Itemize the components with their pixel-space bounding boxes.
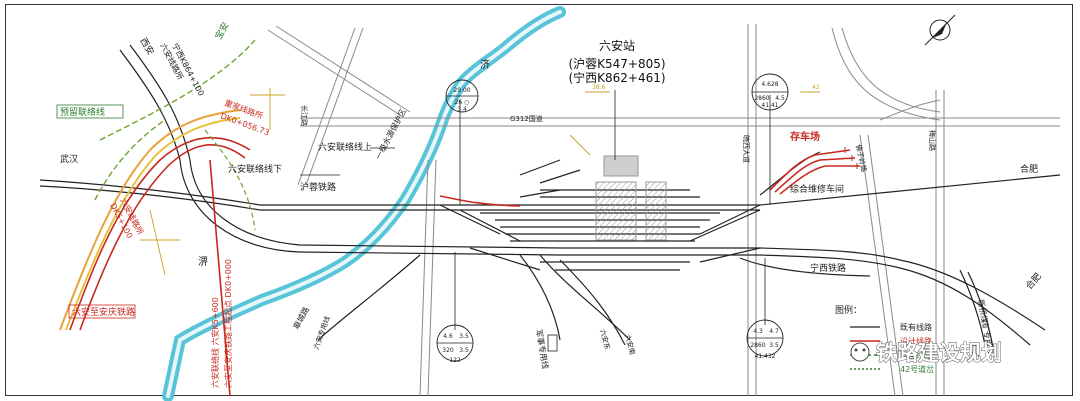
label-g312: G312国道: [510, 114, 543, 123]
river: [162, 6, 566, 401]
label-connect-up: 六安联络线上: [318, 141, 372, 153]
station-building: [603, 155, 639, 177]
svg-text:3.5: 3.5: [459, 347, 469, 354]
note-leaders: [300, 90, 771, 330]
svg-text:2860: 2860: [754, 95, 769, 102]
svg-text:42: 42: [812, 84, 820, 91]
roads: [267, 24, 1060, 397]
yellow-note-top-mid: 38.6 42: [592, 84, 820, 91]
label-start-1: 六安联络线 六安K5+600: [210, 297, 220, 388]
bridge-note-bottom-left: 4.6 320 3.5 3.5 122: [436, 324, 474, 364]
legend-label-reserved: 预留线路: [900, 350, 932, 360]
label-canal: 一级水源保护区: [373, 107, 408, 161]
label-ningxi-rail: 宁西铁路: [810, 262, 846, 274]
label-xian: 西安: [137, 36, 156, 58]
svg-text:4.6: 4.6: [443, 333, 453, 340]
platform-block: [595, 181, 637, 241]
label-lu-an-anqing: 六安至安庆铁路: [72, 306, 135, 318]
watermark: 铁路建设规划: [850, 341, 1002, 365]
designed-tracks: [69, 136, 860, 397]
existing-tracks: [39, 44, 1061, 348]
legend-label-turnout: 42号道岔: [900, 364, 934, 374]
label-chongjia-km: DK0+056.73: [219, 111, 270, 137]
label-road-v1: 长江路: [300, 105, 309, 126]
label-factory-line: 六安专用线: [311, 315, 331, 351]
label-hefei: 合肥: [1020, 163, 1038, 175]
svg-text:41.432: 41.432: [755, 353, 776, 360]
reserved-tracks: [59, 39, 256, 331]
svg-text:41.41: 41.41: [761, 102, 778, 109]
label-road-v2: 皖西大道: [742, 135, 751, 163]
label-maint-shop: 综合维修车间: [790, 183, 844, 195]
label-connect-down: 六安联络线下: [228, 163, 282, 175]
svg-text:3.4: 3.4: [457, 106, 467, 113]
label-branch-lu: 六安东: [598, 328, 612, 351]
military-line-marker: [547, 334, 558, 352]
label-road-v3: 梅山路: [928, 130, 937, 151]
label-river-2: 淠: [198, 256, 208, 268]
svg-text:122: 122: [449, 357, 461, 364]
svg-text:29.00: 29.00: [453, 87, 470, 94]
legend-title: 图例：: [835, 304, 862, 316]
watermark-text: 铁路建设规划: [876, 341, 1002, 365]
label-chengdu-dir: 宝安: [212, 20, 231, 42]
reserved-line-box: [56, 104, 124, 119]
label-wuhan: 武汉: [60, 153, 78, 165]
annotation-leaders: [140, 88, 820, 276]
legend-label-designed: 设计线路: [900, 336, 932, 346]
label-hefei-2: 合肥: [1023, 270, 1044, 292]
label-road-v4: 佛子岭路: [854, 144, 869, 173]
bridge-note-bottom-right: 4.3 2860 4.7 3.5 41.432: [746, 319, 784, 360]
compass-icon: [924, 14, 956, 46]
diagram-frame: [5, 4, 1073, 396]
svg-text:4.3: 4.3: [753, 328, 763, 335]
bridge-note-top-right: 4.628 2860 4.5 41.41: [751, 73, 789, 111]
station-mileage-1: (沪蓉K547+805): [568, 57, 665, 71]
svg-text:3.5: 3.5: [769, 342, 779, 349]
station-mileage-2: (宁西K862+461): [568, 70, 665, 85]
svg-text:320: 320: [442, 347, 454, 354]
label-reserved-line: 预留联络线: [60, 106, 105, 118]
label-depot: 存车场: [790, 130, 820, 143]
designed-track-markers: [844, 147, 858, 169]
lu-an-anqing-box: [68, 304, 136, 319]
svg-text:38.6: 38.6: [592, 84, 606, 91]
label-river: 济: [480, 58, 490, 71]
svg-text:4.7: 4.7: [769, 328, 779, 335]
label-road-g: 皋城路: [291, 305, 311, 331]
bridge-note-top-left: 29.00 26 ○ 3.4: [445, 79, 479, 113]
legend-label-existing: 既有线路: [900, 322, 932, 332]
svg-text:3.5: 3.5: [459, 333, 469, 340]
label-hurong-rail: 沪蓉铁路: [300, 181, 336, 193]
svg-text:26 ○: 26 ○: [455, 99, 470, 106]
station-name: 六安站: [599, 38, 635, 53]
svg-text:4.628: 4.628: [761, 81, 778, 88]
label-start-2: 六安至安庆铁路工程起点 DK0+000: [223, 259, 233, 388]
svg-text:4.5: 4.5: [775, 95, 785, 102]
platform-block-2: [645, 181, 667, 241]
svg-text:2860: 2860: [750, 342, 765, 349]
